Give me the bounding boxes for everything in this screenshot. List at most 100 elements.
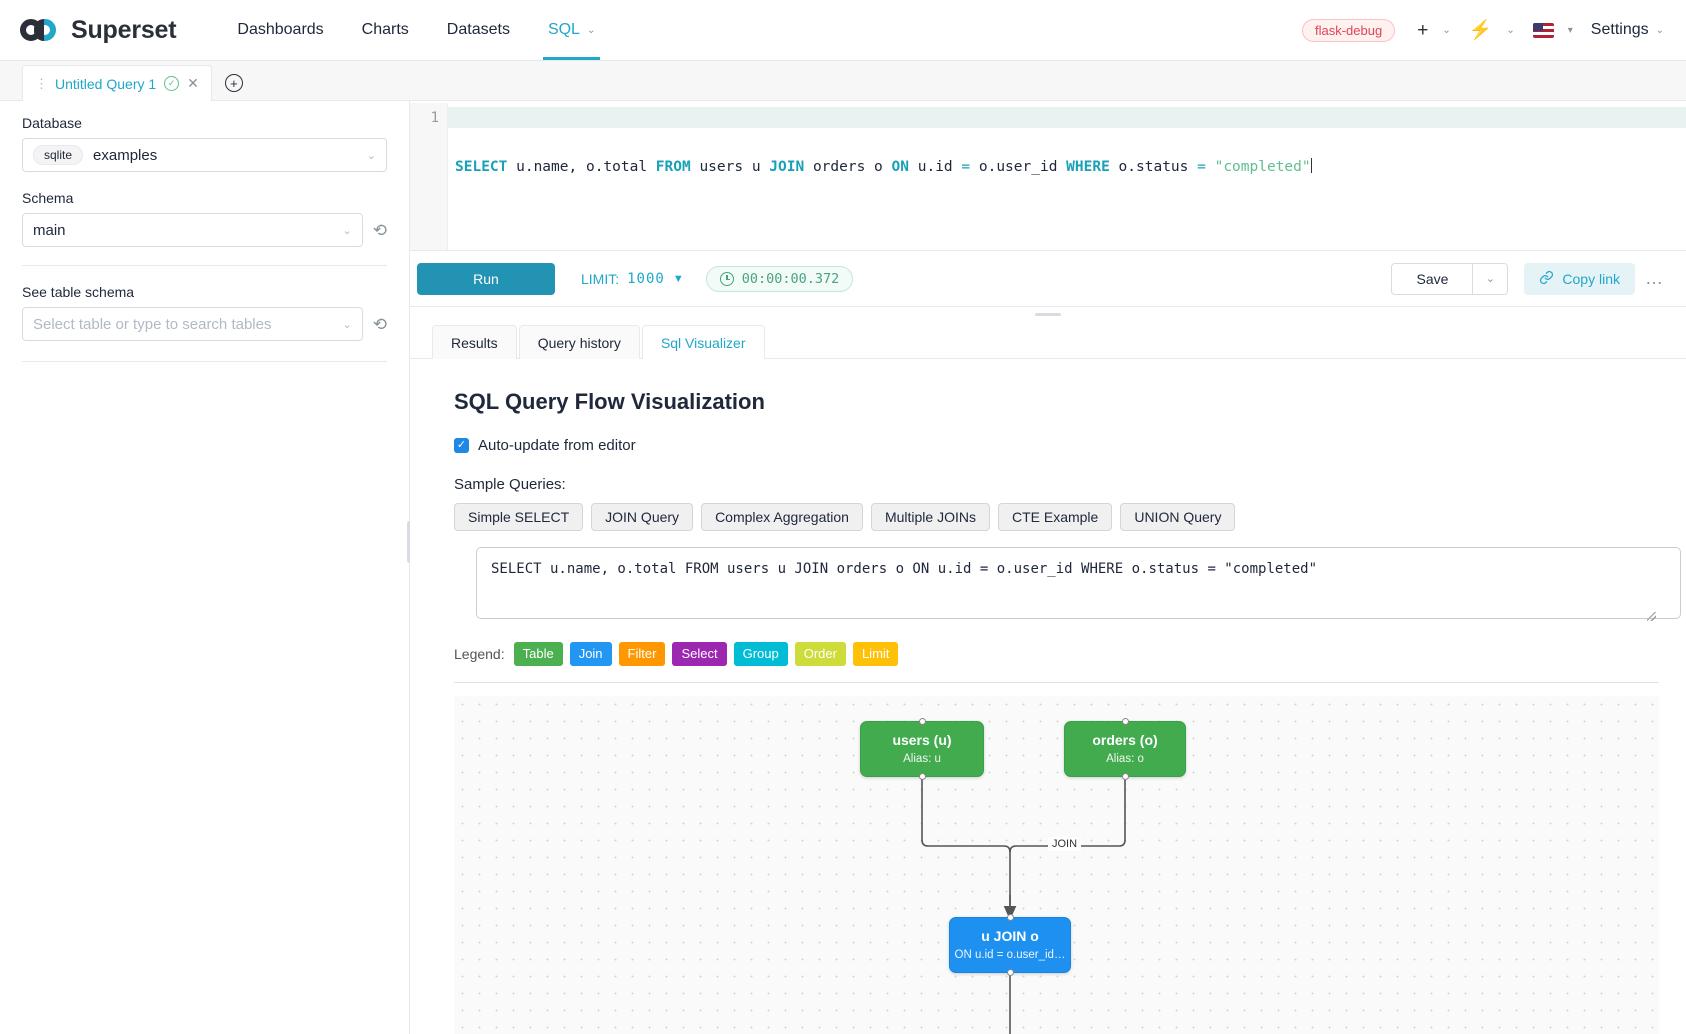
plus-circle-icon: + [224,74,243,92]
auto-update-checkbox-row[interactable]: ✓ Auto-update from editor [454,437,1664,454]
database-select[interactable]: sqlite examples ⌄ [22,138,387,172]
node-title: orders (o) [1092,732,1158,748]
sql-token: orders o [804,159,892,175]
chevron-down-icon: ⌄ [342,318,352,331]
query-tab-untitled-query-1[interactable]: ⋮ Untitled Query 1 ✓ ✕ [22,65,212,101]
triangle-down-icon: ▾ [1567,24,1573,36]
node-port-top[interactable] [1006,913,1014,921]
node-port-bottom[interactable] [1121,772,1129,780]
sql-token: SELECT [455,159,508,175]
us-flag-icon [1532,22,1554,38]
splitter-grip [1035,312,1061,316]
result-tab-bar: Results Query history Sql Visualizer [410,321,1686,359]
nav-link-datasets[interactable]: Datasets [428,0,529,60]
save-dropdown-chevron-down-icon[interactable]: ⌄ [1473,263,1508,294]
schema-value: main [33,221,66,239]
nav-link-sql[interactable]: SQL ⌄ [529,0,614,60]
query-timer-chip: 00:00:00.372 [705,265,854,292]
graph-node-users[interactable]: users (u)Alias: u [860,717,984,780]
plus-icon: + [1417,19,1429,41]
pane-splitter[interactable] [410,307,1686,321]
query-flow-canvas[interactable]: users (u)Alias: u orders (o)Alias: o u JOI… [454,695,1659,1034]
node-port-bottom[interactable] [1006,968,1014,976]
nav-link-dashboards[interactable]: Dashboards [218,0,342,60]
editor-and-results: 1 SELECT u.name, o.total FROM users u JO… [410,101,1686,1034]
sql-editor[interactable]: 1 SELECT u.name, o.total FROM users u JO… [410,101,1686,251]
editor-toolbar: Run LIMIT: 1000 ▼ 00:00:00.372 Save ⌄ [410,251,1686,307]
refresh-tables-icon[interactable]: ⟳ [372,314,387,334]
database-value: examples [93,146,158,164]
node-port-bottom[interactable] [918,772,926,780]
chevron-down-icon: ⌄ [1506,24,1515,36]
sql-input-textarea[interactable] [476,547,1681,619]
panel-bottom-rule [22,361,387,362]
sample-query-button[interactable]: Simple SELECT [454,503,584,531]
auto-update-label: Auto-update from editor [478,437,636,454]
sample-query-button[interactable]: JOIN Query [591,503,694,531]
legend-chip: Order [794,642,846,666]
chevron-down-icon: ⌄ [586,24,596,36]
legend-title: Legend: [454,645,505,662]
language-menu[interactable]: ▾ [1532,22,1573,38]
node-port-top[interactable] [918,717,926,725]
tab-results[interactable]: Results [432,325,517,359]
legend-chip: Table [513,642,563,666]
add-query-tab-button[interactable]: + [218,65,250,101]
tab-sql-visualizer[interactable]: Sql Visualizer [641,325,765,359]
primary-nav: Dashboards Charts Datasets SQL ⌄ [218,0,614,60]
sql-token: FROM [655,159,691,175]
save-button[interactable]: Save [1392,263,1474,294]
graph-edges [921,776,1126,1034]
auto-update-checkbox[interactable]: ✓ [454,438,469,453]
new-menu[interactable]: + ⌄ [1417,21,1451,40]
sql-token: "completed" [1214,159,1311,175]
text-cursor [1310,158,1312,173]
chevron-down-icon: ⌄ [1655,24,1664,36]
timer-value: 00:00:00.372 [741,270,840,287]
superset-infinity-icon [20,17,62,43]
query-tab-label: Untitled Query 1 [55,75,157,92]
sample-query-button[interactable]: CTE Example [997,503,1113,531]
bolt-menu[interactable]: ⚡ ⌄ [1469,21,1515,40]
sample-query-button[interactable]: UNION Query [1120,503,1236,531]
table-schema-field: See table schema Select table or type to… [22,284,387,341]
superset-logo[interactable]: Superset [20,16,177,45]
close-icon[interactable]: ✕ [187,75,199,91]
limit-dropdown[interactable]: LIMIT: 1000 ▼ [581,271,684,287]
legend-chip: Filter [618,642,666,666]
sample-query-button[interactable]: Complex Aggregation [701,503,863,531]
textarea-resize-grip[interactable] [1647,612,1656,621]
node-title: users (u) [892,732,952,748]
nav-link-charts[interactable]: Charts [343,0,428,60]
graph-node-orders[interactable]: orders (o)Alias: o [1064,717,1186,780]
sql-token: u.name, o.total [507,159,656,175]
refresh-schema-icon[interactable]: ⟳ [372,220,387,240]
active-line-highlight [448,107,1686,128]
editor-code-area[interactable]: SELECT u.name, o.total FROM users u JOIN… [448,103,1686,250]
copy-link-button[interactable]: Copy link [1524,262,1635,295]
settings-menu[interactable]: Settings ⌄ [1591,21,1664,39]
legend-chip: Join [569,642,612,666]
schema-select[interactable]: main ⌄ [22,213,363,247]
more-options-icon[interactable]: … [1645,268,1664,288]
sql-token: = [961,159,971,175]
sql-token: JOIN [769,159,805,175]
legend-chip: Select [672,642,727,666]
run-button[interactable]: Run [417,262,555,295]
panel-resize-handle[interactable] [407,521,412,563]
table-search-input[interactable]: Select table or type to search tables ⌄ [22,307,363,341]
chevron-down-icon: ⌄ [1442,24,1451,36]
check-circle-icon: ✓ [164,76,180,91]
table-schema-label: See table schema [22,284,135,300]
node-subtitle: ON u.id = o.user_id… [954,949,1066,961]
settings-label: Settings [1590,21,1649,38]
drag-handle-icon[interactable]: ⋮ [35,75,48,91]
editor-sql-text: SELECT u.name, o.total FROM users u JOIN… [455,158,1686,175]
schema-field: Schema main ⌄ ⟳ [22,190,387,247]
tab-query-history[interactable]: Query history [518,325,640,359]
line-number: 1 [430,110,439,126]
node-port-top[interactable] [1121,717,1129,725]
sample-query-button[interactable]: Multiple JOINs [870,503,990,531]
